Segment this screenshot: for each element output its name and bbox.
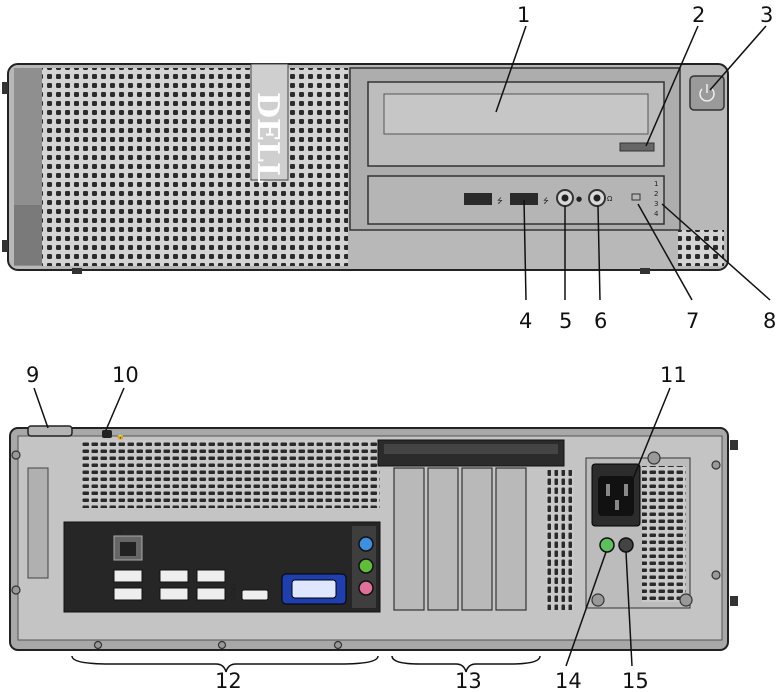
- rear-usb-port[interactable]: [159, 569, 189, 583]
- line-in-connector[interactable]: [358, 536, 374, 552]
- power-supply-vent: [642, 466, 686, 602]
- back-view: 🔒 ⊞ HDMI: [9, 425, 738, 651]
- callout-3: 3: [760, 3, 773, 27]
- callout-2: 2: [692, 3, 705, 27]
- microphone-icon: ●: [576, 195, 582, 203]
- optical-drive: [367, 81, 665, 167]
- hdmi-connector[interactable]: [241, 589, 269, 601]
- callout-11: 11: [660, 363, 687, 387]
- optical-drive-eject-button[interactable]: [619, 142, 655, 152]
- rear-usb-port[interactable]: [113, 587, 143, 601]
- back-vent-right: [546, 470, 574, 610]
- rear-usb-port[interactable]: [196, 587, 226, 601]
- usb-icon: ⭍: [497, 197, 503, 205]
- back-vent-left: [27, 467, 49, 579]
- front-callout-lines: [495, 25, 771, 301]
- front-grill-right: [678, 230, 724, 266]
- back-foot: [730, 440, 738, 450]
- callout-9: 9: [26, 363, 39, 387]
- usb-icon: ⭍: [543, 197, 549, 205]
- rear-usb-ports: [113, 569, 226, 601]
- microphone-in-connector[interactable]: [358, 580, 374, 596]
- back-foot: [730, 596, 738, 606]
- diagnostic-light-1: 1: [654, 180, 658, 188]
- expansion-slot[interactable]: [495, 467, 527, 611]
- dell-logo-badge: [250, 63, 289, 181]
- callout-1: 1: [517, 3, 530, 27]
- callout-6: 6: [594, 309, 607, 333]
- headphone-icon: Ω: [607, 195, 613, 203]
- hard-drive-activity-icon: [631, 193, 641, 201]
- back-vent-top: [82, 440, 380, 508]
- front-left-edge-dark: [14, 205, 42, 265]
- callout-7: 7: [686, 309, 699, 333]
- front-usb-port-1[interactable]: [464, 193, 492, 205]
- lock-icon: 🔒: [116, 432, 125, 440]
- expansion-slot[interactable]: [427, 467, 459, 611]
- callout-12: 12: [215, 669, 242, 692]
- diagnostic-light-2: 2: [654, 190, 658, 198]
- security-cable-slot[interactable]: [102, 430, 112, 438]
- front-foot: [640, 268, 650, 274]
- power-supply-test-button[interactable]: [618, 537, 634, 553]
- padlock-ring[interactable]: [27, 425, 73, 437]
- expansion-slot[interactable]: [393, 467, 425, 611]
- front-grill: [42, 68, 348, 266]
- psu-screws: [591, 451, 693, 607]
- callout-5: 5: [559, 309, 572, 333]
- rear-usb-port[interactable]: [113, 569, 143, 583]
- power-icon: [699, 84, 715, 102]
- expansion-card-slots: [393, 467, 527, 611]
- front-view: DELL ⭍ ⭍ ● Ω 1 2 3 4: [2, 63, 729, 274]
- callout-15: 15: [622, 669, 649, 692]
- diagnostic-light-4: 4: [654, 210, 659, 218]
- chassis-screws: [11, 450, 721, 650]
- front-foot: [72, 268, 82, 274]
- line-out-connector[interactable]: [358, 558, 374, 574]
- callout-8: 8: [763, 309, 776, 333]
- dell-logo: DELL: [250, 92, 285, 183]
- front-usb-port-2[interactable]: [510, 193, 538, 205]
- expansion-slot[interactable]: [461, 467, 493, 611]
- hdmi-label: HDMI: [230, 581, 238, 600]
- back-callout-lines: [33, 387, 671, 673]
- brace-12: [71, 655, 379, 673]
- callout-13: 13: [455, 669, 482, 692]
- rear-usb-port[interactable]: [196, 569, 226, 583]
- callout-4: 4: [519, 309, 532, 333]
- diagnostic-light-3: 3: [654, 200, 658, 208]
- brace-13: [391, 655, 541, 673]
- callout-10: 10: [112, 363, 139, 387]
- callout-14: 14: [555, 669, 582, 692]
- power-supply-diagnostic-light: [599, 537, 615, 553]
- network-icon: ⊞: [116, 528, 122, 536]
- rear-usb-port[interactable]: [159, 587, 189, 601]
